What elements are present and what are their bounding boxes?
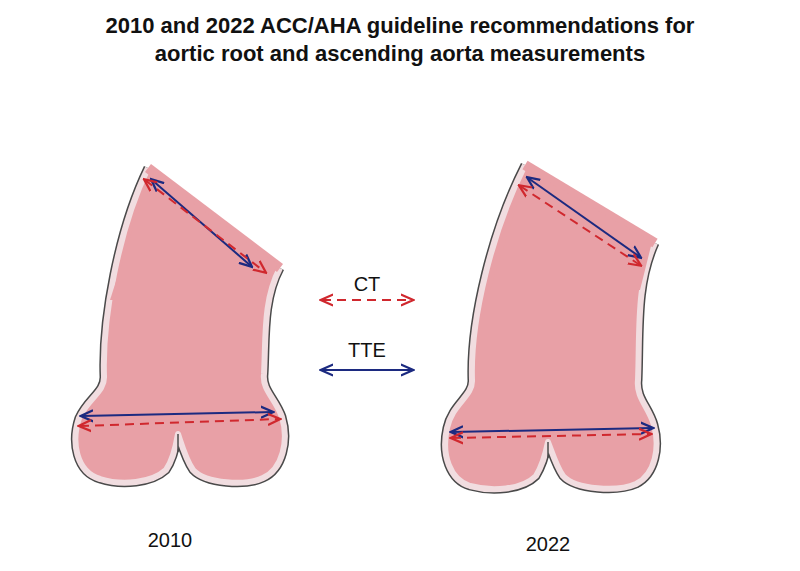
tte-arrow — [152, 180, 251, 266]
tte-arrow — [528, 178, 640, 257]
aorta-2010 — [75, 168, 284, 483]
tte-arrow — [452, 428, 652, 432]
legend-tte-sample — [322, 369, 412, 371]
ct-arrow — [80, 419, 279, 426]
ct-arrow — [145, 180, 265, 272]
ct-arrow — [520, 186, 640, 265]
legend-ct-sample — [322, 299, 412, 301]
figure-title: 2010 and 2022 ACC/AHA guideline recommen… — [100, 12, 700, 68]
tte-arrow — [82, 412, 272, 416]
legend-text: TTE — [348, 339, 386, 362]
year-label: 2022 — [526, 533, 571, 556]
aorta-2022 — [445, 165, 656, 489]
year-label: 2010 — [148, 529, 193, 552]
legend-text: CT — [354, 273, 381, 296]
ct-arrow — [452, 434, 650, 438]
